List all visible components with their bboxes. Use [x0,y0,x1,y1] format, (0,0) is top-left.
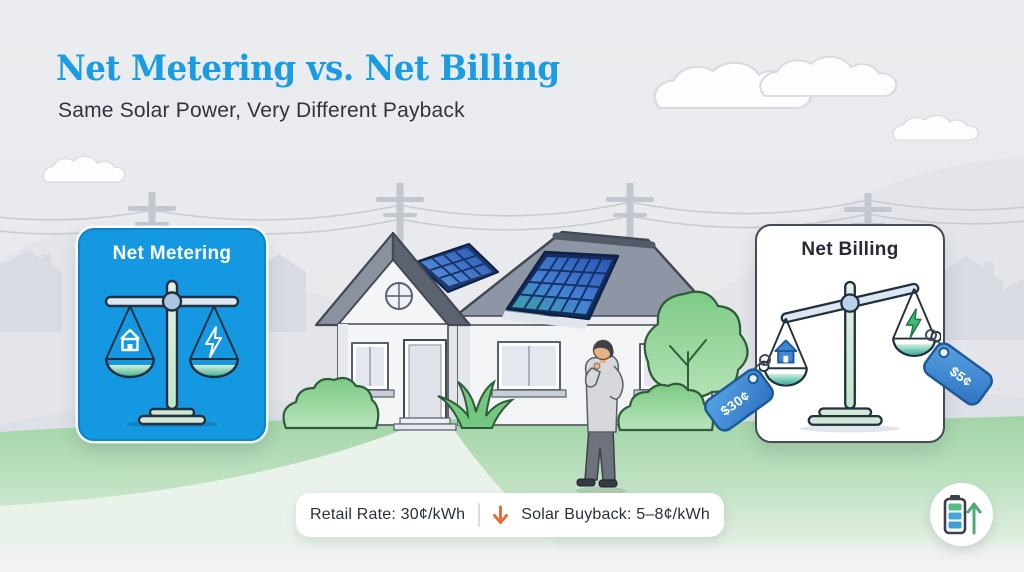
window-left [345,342,395,398]
pan-energy [891,288,941,357]
bush-left [282,376,380,430]
bush-right [617,382,715,432]
rate-bar-divider [478,503,481,527]
net-metering-title: Net Metering [112,243,232,264]
battery-icon [943,494,966,534]
house-icon [120,328,140,352]
rate-bar: Retail Rate: 30¢/kWh Solar Buyback: 5–8¢… [296,493,724,537]
net-billing-title: Net Billing [801,239,899,260]
plant [437,379,516,429]
window-center [491,341,567,398]
person [576,339,626,496]
round-window [385,282,413,310]
battery-widget [930,483,993,546]
battery-up-icon [943,494,981,534]
bottom-fade [0,540,1024,572]
solar-buyback-label: Solar Buyback: 5–8¢/kWh [521,506,710,523]
page-subtitle: Same Solar Power, Very Different Payback [58,99,465,122]
pan-house [104,305,156,379]
pan-house [759,318,809,387]
net-billing-card: Net Billing [755,224,945,443]
lightning-icon [205,326,222,358]
retail-rate-label: Retail Rate: 30¢/kWh [310,506,466,523]
house [314,230,729,431]
down-arrow-icon [493,505,509,524]
house-icon [774,339,798,364]
solar-panel-small [414,242,500,294]
pan-energy [188,305,240,379]
page-title: Net Metering vs. Net Billing [56,48,560,89]
up-arrow-icon [966,502,981,534]
lightning-icon [905,308,922,339]
balanced-scale-icon [104,279,240,427]
front-door [393,339,457,431]
net-metering-card: Net Metering [78,228,266,441]
tilted-scale-icon [759,280,941,433]
solar-panel-large [501,250,620,329]
